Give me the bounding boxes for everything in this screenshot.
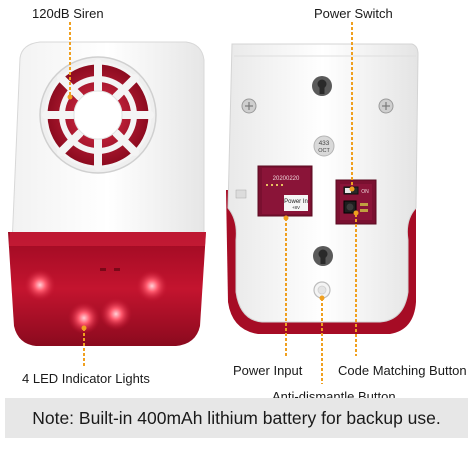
screw-left [241,98,257,114]
led-light-3 [100,298,132,330]
power-switch-label: Power Switch [314,6,393,21]
frequency-sticker: 433 OCT [313,135,335,157]
led-light-1 [24,269,56,301]
back-white-panel [227,43,419,323]
siren-front-device [8,41,206,346]
siren-speaker-grille [39,56,157,174]
screw-right [378,98,394,114]
power-in-text: Power In [284,199,308,205]
power-input-module: 20200220 Power In +8V [235,165,313,217]
callout-lines [69,22,357,384]
siren-back-device: 433 OCT 20200220 Power In +8V ON [226,43,419,334]
led-indicator-label: 4 LED Indicator Lights [22,371,150,386]
lower-mounting-hole [313,246,333,266]
frequency-unit-text: OCT [318,148,330,154]
switch-module: ON [335,179,377,225]
led-light-2 [68,302,100,334]
switch-on-mark: ON [361,189,369,195]
date-code-text: 20200220 [273,176,300,182]
power-input-label: Power Input [233,363,303,378]
frequency-text: 433 [319,140,330,147]
battery-note-banner: Note: Built-in 400mAh lithium battery fo… [5,398,468,438]
code-matching-label: Code Matching Button [338,363,467,378]
front-red-cover [8,232,206,346]
power-in-voltage-text: +8V [292,205,300,210]
siren-label: 120dB Siren [32,6,104,21]
led-light-4 [136,270,168,302]
battery-note-text: Note: Built-in 400mAh lithium battery fo… [32,407,441,428]
upper-mounting-hole [312,76,332,96]
